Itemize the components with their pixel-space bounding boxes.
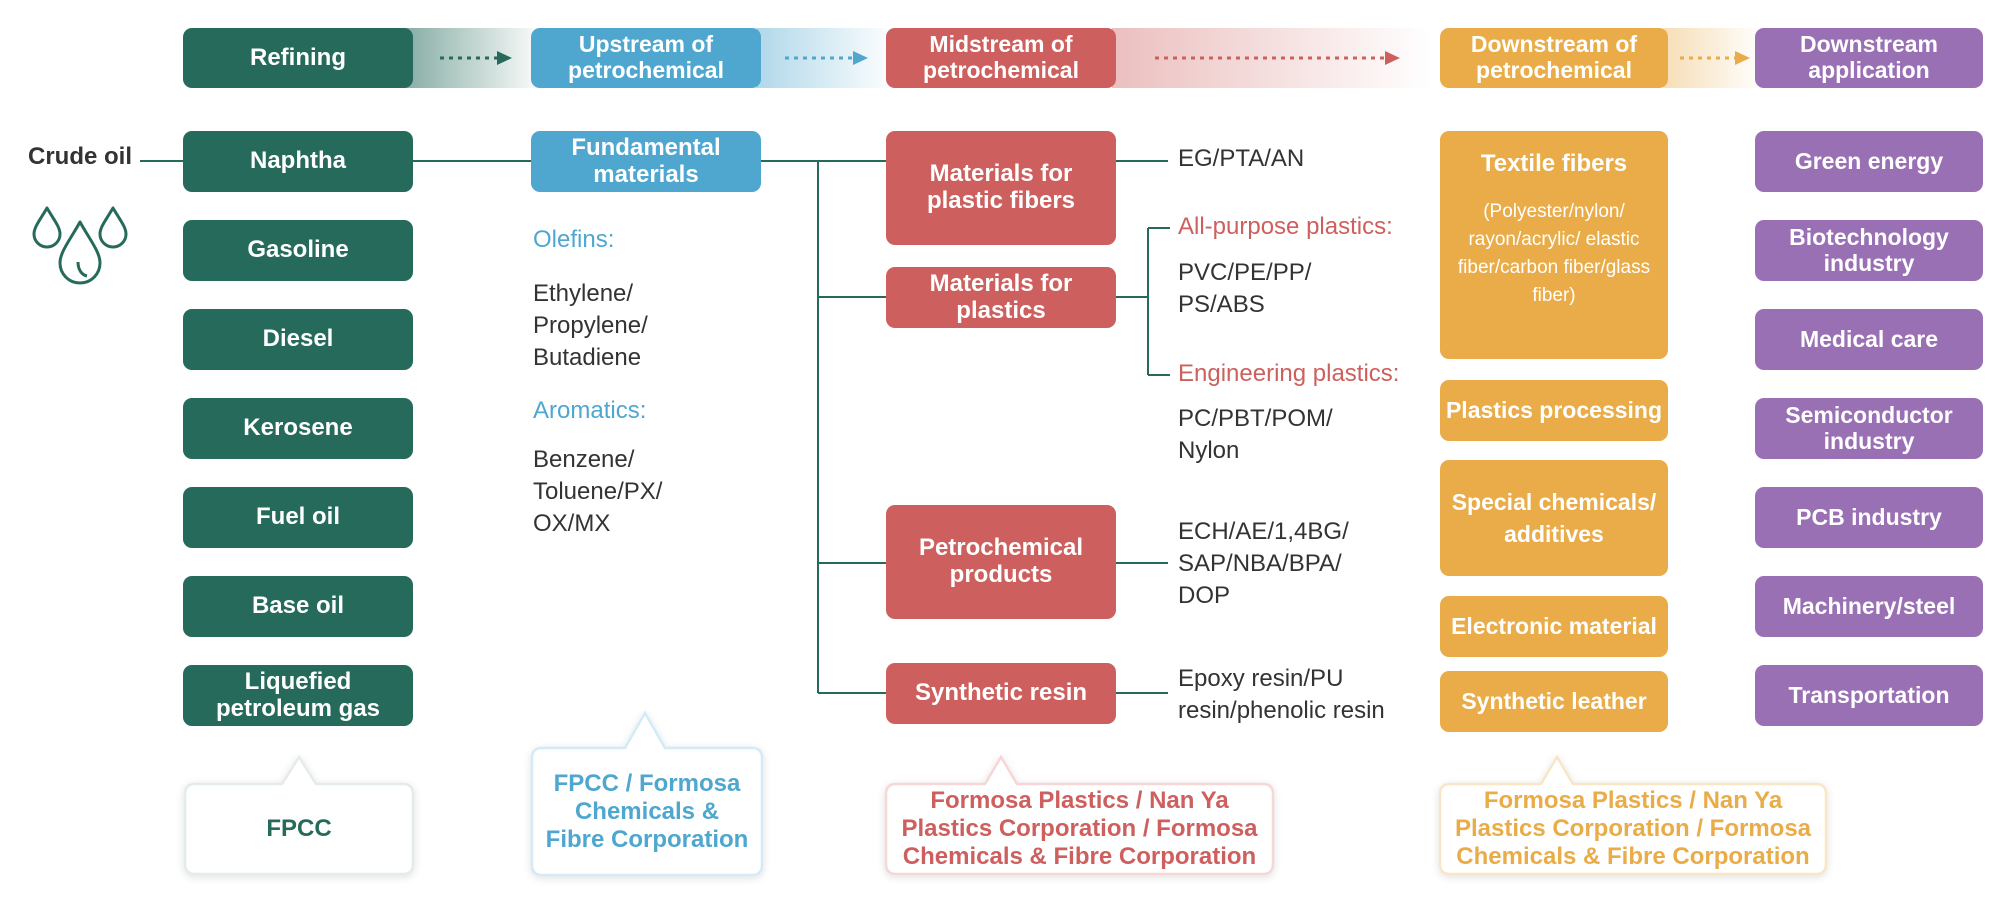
- header-application: Downstream application: [1755, 28, 1983, 88]
- all-purpose-plastics-list: PVC/PE/PP/ PS/ABS: [1178, 259, 1312, 318]
- midstream-plastics-label: Materials for plastics: [929, 269, 1073, 324]
- header-refining-label: Refining: [250, 43, 346, 71]
- application-pcb: PCB industry: [1755, 487, 1983, 548]
- application-transportation: Transportation: [1755, 665, 1983, 726]
- midstream-synthetic-resin-label: Synthetic resin: [914, 679, 1088, 707]
- midstream-plastic-fibers: Materials for plastic fibers: [886, 131, 1116, 245]
- callout-refining-text: FPCC: [266, 815, 332, 842]
- oil-drops-icon: [32, 206, 128, 285]
- callout-refining-shape: [183, 754, 415, 876]
- products-fibers: EG/PTA/AN: [1178, 145, 1305, 172]
- textile-fibers-detail: (Polyester/nylon/ rayon/acrylic/ elastic…: [1457, 200, 1651, 306]
- application-biotechnology: Biotechnology industry: [1755, 220, 1983, 281]
- textile-fibers-title: Textile fibers: [1480, 150, 1628, 177]
- refining-item-diesel: Diesel: [183, 309, 413, 370]
- refining-item-label: Gasoline: [247, 236, 349, 264]
- callout-upstream: FPCC / Formosa Chemicals & Fibre Corpora…: [534, 750, 760, 873]
- midstream-plastic-fibers-label: Materials for plastic fibers: [926, 160, 1076, 214]
- refining-item-label: Kerosene: [243, 414, 353, 442]
- refining-item-label: Fuel oil: [256, 503, 340, 531]
- application-item-label: Transportation: [1788, 681, 1950, 708]
- downstream-electronic-material: Electronic material: [1440, 596, 1668, 657]
- arrowhead-midstream: [1385, 51, 1400, 65]
- olefins-label: Olefins:: [533, 226, 615, 253]
- midstream-petrochemical-products-label: Petrochemical products: [918, 534, 1084, 588]
- refining-item-kerosene: Kerosene: [183, 398, 413, 459]
- refining-item-lpg: Liquefied petroleum gas: [183, 665, 413, 726]
- header-refining: Refining: [183, 28, 413, 88]
- application-item-label: PCB industry: [1796, 503, 1942, 530]
- olefins-list: Ethylene/ Propylene/ Butadiene: [533, 280, 648, 371]
- callout-upstream-shape: [530, 710, 764, 877]
- header-downstream: Downstream of petrochemical: [1440, 28, 1668, 88]
- refining-item-naphtha: Naphtha: [183, 131, 413, 192]
- application-machinery-steel: Machinery/steel: [1755, 576, 1983, 637]
- refining-item-label: Diesel: [262, 325, 334, 353]
- aromatics-list: Benzene/ Toluene/PX/ OX/MX: [533, 446, 663, 537]
- refining-item-gasoline: Gasoline: [183, 220, 413, 281]
- header-midstream: Midstream of petrochemical: [886, 28, 1116, 88]
- midstream-synthetic-resin: Synthetic resin: [886, 663, 1116, 724]
- downstream-textile-fibers: Textile fibers (Polyester/nylon/ rayon/a…: [1440, 131, 1668, 359]
- header-upstream-label: Upstream of petrochemical: [568, 31, 724, 83]
- callout-midstream-text: Formosa Plastics / Nan Ya Plastics Corpo…: [901, 787, 1258, 870]
- application-item-label: Green energy: [1794, 147, 1944, 174]
- arrowhead-refining: [497, 51, 512, 65]
- refining-item-label: Naphtha: [250, 147, 346, 175]
- application-semiconductor: Semiconductor industry: [1755, 398, 1983, 459]
- refining-item-base-oil: Base oil: [183, 576, 413, 637]
- application-medical-care: Medical care: [1755, 309, 1983, 370]
- callout-downstream: Formosa Plastics / Nan Ya Plastics Corpo…: [1442, 786, 1824, 872]
- synthetic-resin-list: Epoxy resin/PU resin/phenolic resin: [1178, 665, 1385, 724]
- refining-item-fuel-oil: Fuel oil: [183, 487, 413, 548]
- petrochemical-products-list: ECH/AE/1,4BG/ SAP/NBA/BPA/ DOP: [1178, 518, 1349, 609]
- application-item-label: Semiconductor industry: [1785, 401, 1953, 454]
- header-upstream: Upstream of petrochemical: [531, 28, 761, 88]
- refining-item-label: Base oil: [251, 592, 345, 620]
- downstream-item-label: Plastics processing: [1445, 396, 1663, 423]
- header-downstream-label: Downstream of petrochemical: [1470, 31, 1638, 83]
- callout-refining: FPCC: [187, 786, 411, 872]
- header-application-label: Downstream application: [1799, 31, 1939, 83]
- fundamental-materials-label: Fundamental materials: [571, 133, 721, 188]
- callout-downstream-shape: [1438, 754, 1828, 876]
- downstream-plastics-processing: Plastics processing: [1440, 380, 1668, 441]
- fundamental-materials-box: Fundamental materials: [531, 131, 761, 192]
- flow-band-refining: [405, 28, 545, 88]
- callout-midstream: Formosa Plastics / Nan Ya Plastics Corpo…: [888, 786, 1271, 872]
- application-item-label: Biotechnology industry: [1789, 223, 1949, 276]
- downstream-synthetic-leather: Synthetic leather: [1440, 671, 1668, 732]
- downstream-item-label: Synthetic leather: [1461, 687, 1647, 714]
- application-green-energy: Green energy: [1755, 131, 1983, 192]
- downstream-item-label: Special chemicals/ additives: [1451, 489, 1657, 547]
- downstream-item-label: Electronic material: [1451, 612, 1657, 639]
- application-item-label: Machinery/steel: [1782, 592, 1956, 619]
- downstream-special-chemicals: Special chemicals/ additives: [1440, 460, 1668, 576]
- header-midstream-label: Midstream of petrochemical: [923, 31, 1079, 83]
- arrowhead-downstream: [1735, 51, 1750, 65]
- engineering-plastics-list: PC/PBT/POM/ Nylon: [1178, 405, 1333, 464]
- midstream-petrochemical-products: Petrochemical products: [886, 505, 1116, 619]
- application-item-label: Medical care: [1799, 325, 1939, 352]
- callout-downstream-text: Formosa Plastics / Nan Ya Plastics Corpo…: [1454, 787, 1812, 870]
- engineering-plastics-label: Engineering plastics:: [1178, 360, 1400, 387]
- aromatics-label: Aromatics:: [533, 397, 647, 424]
- callout-upstream-text: FPCC / Formosa Chemicals & Fibre Corpora…: [545, 769, 749, 853]
- callout-midstream-shape: [884, 754, 1275, 876]
- refining-item-label: Liquefied petroleum gas: [215, 667, 381, 722]
- arrowhead-upstream: [853, 51, 868, 65]
- crude-oil-label: Crude oil: [28, 143, 133, 170]
- flow-band-upstream: [756, 28, 896, 88]
- midstream-plastics: Materials for plastics: [886, 267, 1116, 328]
- all-purpose-plastics-label: All-purpose plastics:: [1178, 213, 1393, 240]
